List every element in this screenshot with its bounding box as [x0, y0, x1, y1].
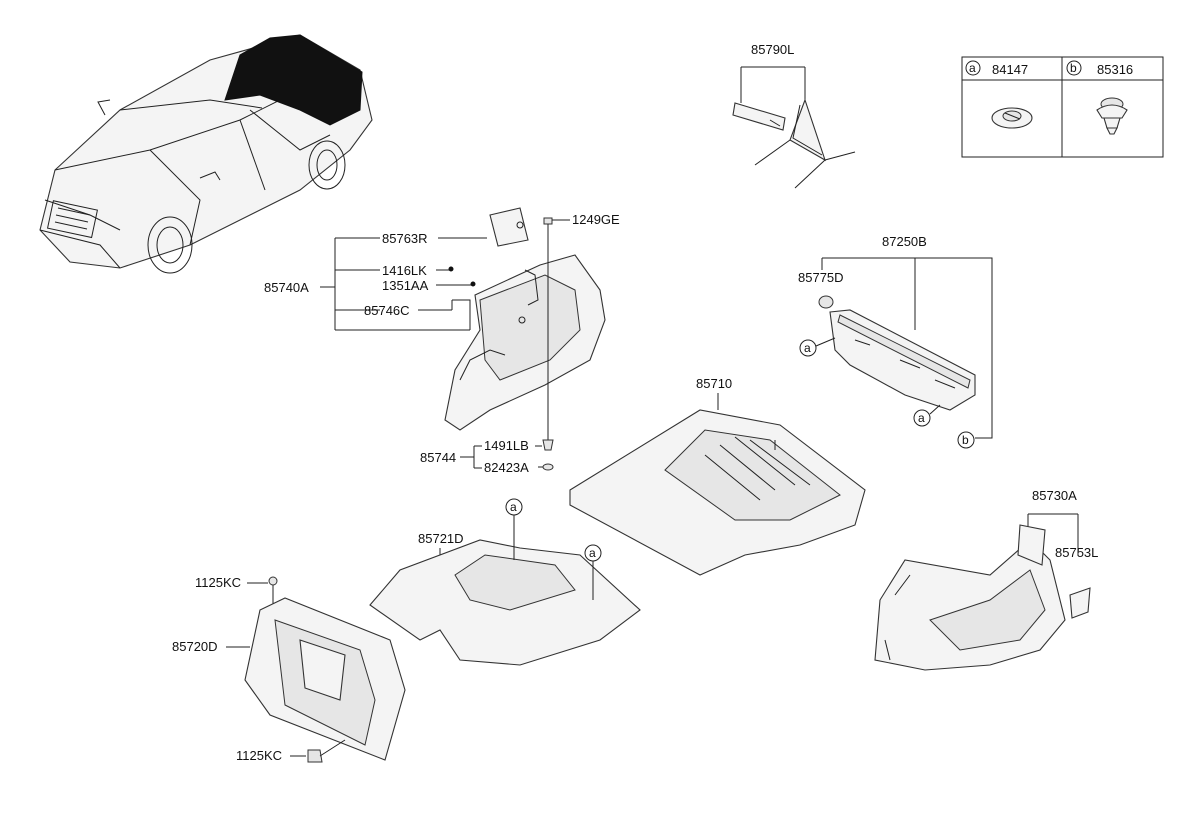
- clip-84147-icon: [991, 107, 1033, 129]
- label-85763R: 85763R: [382, 231, 428, 246]
- clip-legend-table: a 84147 b 85316: [961, 56, 1164, 158]
- callout-a-letter: a: [969, 61, 976, 75]
- luggage-board-sub: 85721D a a: [369, 498, 641, 666]
- label-84147: 84147: [992, 62, 1028, 77]
- label-87250B: 87250B: [882, 234, 927, 249]
- label-1125KC-top: 1125KC: [195, 575, 241, 590]
- right-side-trim-group: 85730A 85753L: [874, 488, 1098, 671]
- callout-b-icon: [1066, 60, 1082, 76]
- luggage-board-rear: 1125KC 85720D 1125KC: [172, 575, 406, 763]
- label-1125KC-bottom: 1125KC: [236, 748, 282, 763]
- label-85740A: 85740A: [264, 280, 309, 295]
- clip-85316-icon: [1096, 97, 1128, 135]
- warning-triangle-group: 85790L: [732, 42, 856, 189]
- vehicle-illustration: [39, 34, 373, 274]
- callout-a-label: a: [918, 411, 925, 425]
- label-85746C: 85746C: [364, 303, 410, 318]
- label-85775D: 85775D: [798, 270, 844, 285]
- label-1351AA: 1351AA: [382, 278, 429, 293]
- label-1416LK: 1416LK: [382, 263, 427, 278]
- label-85744: 85744: [420, 450, 456, 465]
- label-85721D: 85721D: [418, 531, 464, 546]
- callout-a-label: a: [589, 546, 596, 560]
- callout-a-label: a: [804, 341, 811, 355]
- label-1249GE: 1249GE: [572, 212, 620, 227]
- label-85720D: 85720D: [172, 639, 218, 654]
- left-side-trim-group: 85763R 1416LK 85740A 1351AA 85746C 1249G…: [264, 207, 620, 475]
- transverse-trim-group: 87250B 85775D a a b: [798, 234, 993, 449]
- luggage-covering-mat: 85710: [569, 376, 866, 576]
- label-85710: 85710: [696, 376, 732, 391]
- label-85790L: 85790L: [751, 42, 794, 57]
- callout-a-icon: [965, 60, 981, 76]
- callout-a-label: a: [510, 500, 517, 514]
- label-1491LB: 1491LB: [484, 438, 529, 453]
- callout-b-letter: b: [1070, 61, 1077, 75]
- callout-b-label: b: [962, 433, 969, 447]
- label-85316: 85316: [1097, 62, 1133, 77]
- label-85753L: 85753L: [1055, 545, 1098, 560]
- label-85730A: 85730A: [1032, 488, 1077, 503]
- label-82423A: 82423A: [484, 460, 529, 475]
